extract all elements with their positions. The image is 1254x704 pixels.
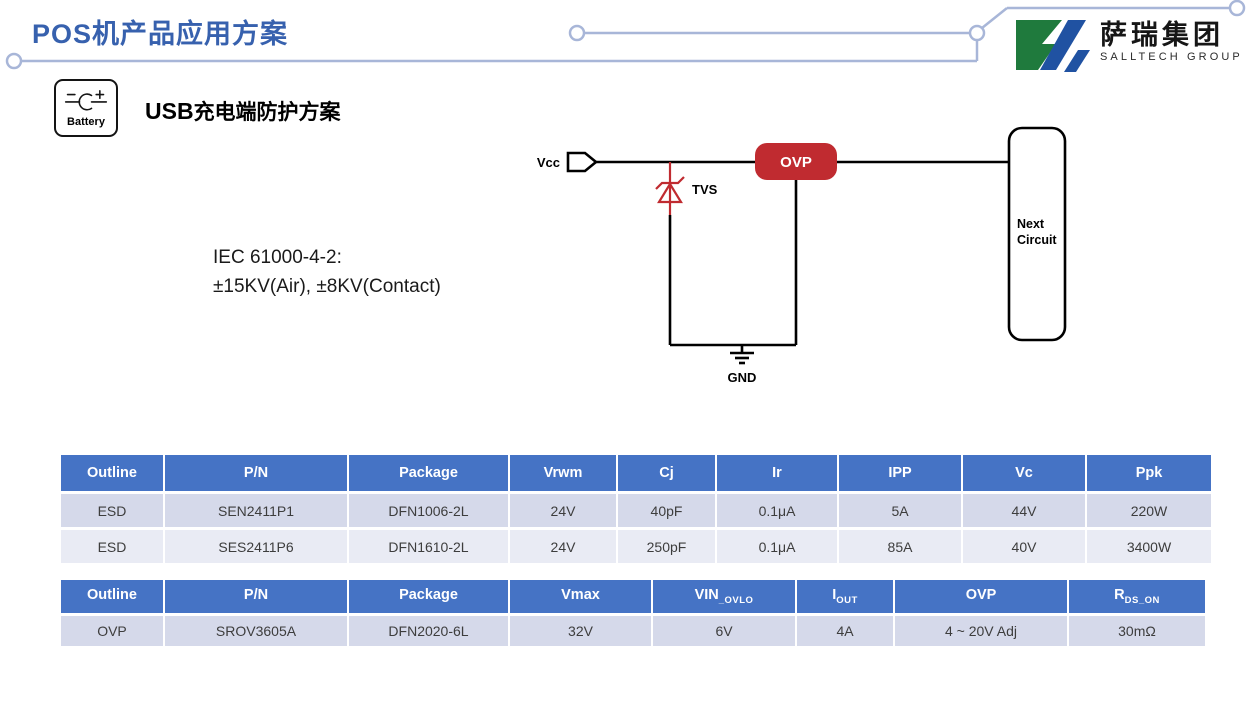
- table-cell: 24V: [510, 494, 616, 527]
- table-row: ESD SES2411P6 DFN1610-2L 24V 250pF 0.1μA…: [61, 530, 1211, 563]
- gnd-label: GND: [728, 370, 757, 385]
- trace-decoration-icon: [5, 0, 1246, 70]
- column-header: Ppk: [1087, 455, 1211, 491]
- column-header: Vc: [963, 455, 1085, 491]
- table-cell: 24V: [510, 530, 616, 563]
- tvs-diode-icon: [655, 162, 685, 215]
- table-cell: SROV3605A: [165, 616, 347, 646]
- next-circuit-block: [1007, 126, 1067, 342]
- heading-prefix: USB: [145, 98, 194, 124]
- ovp-table-header-row: Outline P/N Package Vmax VIN_OVLO IOUT O…: [61, 580, 1205, 613]
- esd-table: Outline P/N Package Vrwm Cj Ir IPP Vc Pp…: [59, 452, 1213, 566]
- iec-note-line1: IEC 61000-4-2:: [213, 247, 342, 268]
- vcc-connector-icon: [566, 151, 599, 173]
- table-cell: 5A: [839, 494, 961, 527]
- column-header: P/N: [165, 580, 347, 613]
- table-cell: 4 ~ 20V Adj: [895, 616, 1067, 646]
- table-cell: OVP: [61, 616, 163, 646]
- battery-label: Battery: [67, 115, 105, 128]
- column-header: Vrwm: [510, 455, 616, 491]
- battery-icon: [64, 89, 108, 111]
- next-circuit-label-line2: Circuit: [1017, 233, 1057, 247]
- column-header: Ir: [717, 455, 837, 491]
- next-circuit-label-line1: Next: [1017, 217, 1045, 231]
- table-cell: 85A: [839, 530, 961, 563]
- ovp-label: OVP: [780, 154, 812, 171]
- column-header: IOUT: [797, 580, 893, 613]
- table-cell: SES2411P6: [165, 530, 347, 563]
- column-header: IPP: [839, 455, 961, 491]
- table-cell: 44V: [963, 494, 1085, 527]
- ovp-block: [755, 143, 837, 180]
- circuit-diagram: Vcc TVS OVP Next Circuit GND: [537, 126, 1067, 385]
- column-header: Package: [349, 580, 508, 613]
- table-cell: 32V: [510, 616, 651, 646]
- page-title: POS机产品应用方案: [32, 19, 289, 49]
- column-header: RDS_ON: [1069, 580, 1205, 613]
- table-cell: ESD: [61, 530, 163, 563]
- table-cell: DFN1006-2L: [349, 494, 508, 527]
- battery-card: Battery: [54, 79, 118, 137]
- logo-name-cn: 萨瑞集团: [1100, 20, 1224, 50]
- table-cell: 30mΩ: [1069, 616, 1205, 646]
- column-header: P/N: [165, 455, 347, 491]
- table-row: ESD SEN2411P1 DFN1006-2L 24V 40pF 0.1μA …: [61, 494, 1211, 527]
- esd-table-header-row: Outline P/N Package Vrwm Cj Ir IPP Vc Pp…: [61, 455, 1211, 491]
- table-cell: 250pF: [618, 530, 715, 563]
- column-header: Outline: [61, 455, 163, 491]
- vcc-label: Vcc: [537, 155, 560, 170]
- table-cell: 0.1μA: [717, 530, 837, 563]
- section-heading: USB充电端防护方案: [145, 96, 341, 126]
- logo-mark-icon: [1016, 20, 1090, 72]
- table-cell: 0.1μA: [717, 494, 837, 527]
- column-header: Outline: [61, 580, 163, 613]
- logo-name-en: SALLTECH GROUP: [1100, 51, 1243, 64]
- gnd-icon: [730, 345, 754, 365]
- column-header: Package: [349, 455, 508, 491]
- table-cell: 40pF: [618, 494, 715, 527]
- table-cell: 4A: [797, 616, 893, 646]
- iec-note-line2: ±15KV(Air), ±8KV(Contact): [213, 276, 441, 298]
- column-header: Cj: [618, 455, 715, 491]
- column-header: OVP: [895, 580, 1067, 613]
- ovp-table: Outline P/N Package Vmax VIN_OVLO IOUT O…: [59, 577, 1207, 649]
- tvs-label: TVS: [692, 182, 718, 197]
- table-cell: ESD: [61, 494, 163, 527]
- table-cell: SEN2411P1: [165, 494, 347, 527]
- salltech-logo: 萨瑞集团 SALLTECH GROUP: [1016, 20, 1243, 72]
- iec-note: IEC 61000-4-2: ±15KV(Air), ±8KV(Contact): [213, 243, 441, 302]
- table-cell: 3400W: [1087, 530, 1211, 563]
- table-cell: DFN2020-6L: [349, 616, 508, 646]
- heading-text: 充电端防护方案: [193, 100, 341, 124]
- column-header: VIN_OVLO: [653, 580, 795, 613]
- table-cell: 6V: [653, 616, 795, 646]
- table-row: OVP SROV3605A DFN2020-6L 32V 6V 4A 4 ~ 2…: [61, 616, 1205, 646]
- table-cell: DFN1610-2L: [349, 530, 508, 563]
- table-cell: 220W: [1087, 494, 1211, 527]
- table-cell: 40V: [963, 530, 1085, 563]
- column-header: Vmax: [510, 580, 651, 613]
